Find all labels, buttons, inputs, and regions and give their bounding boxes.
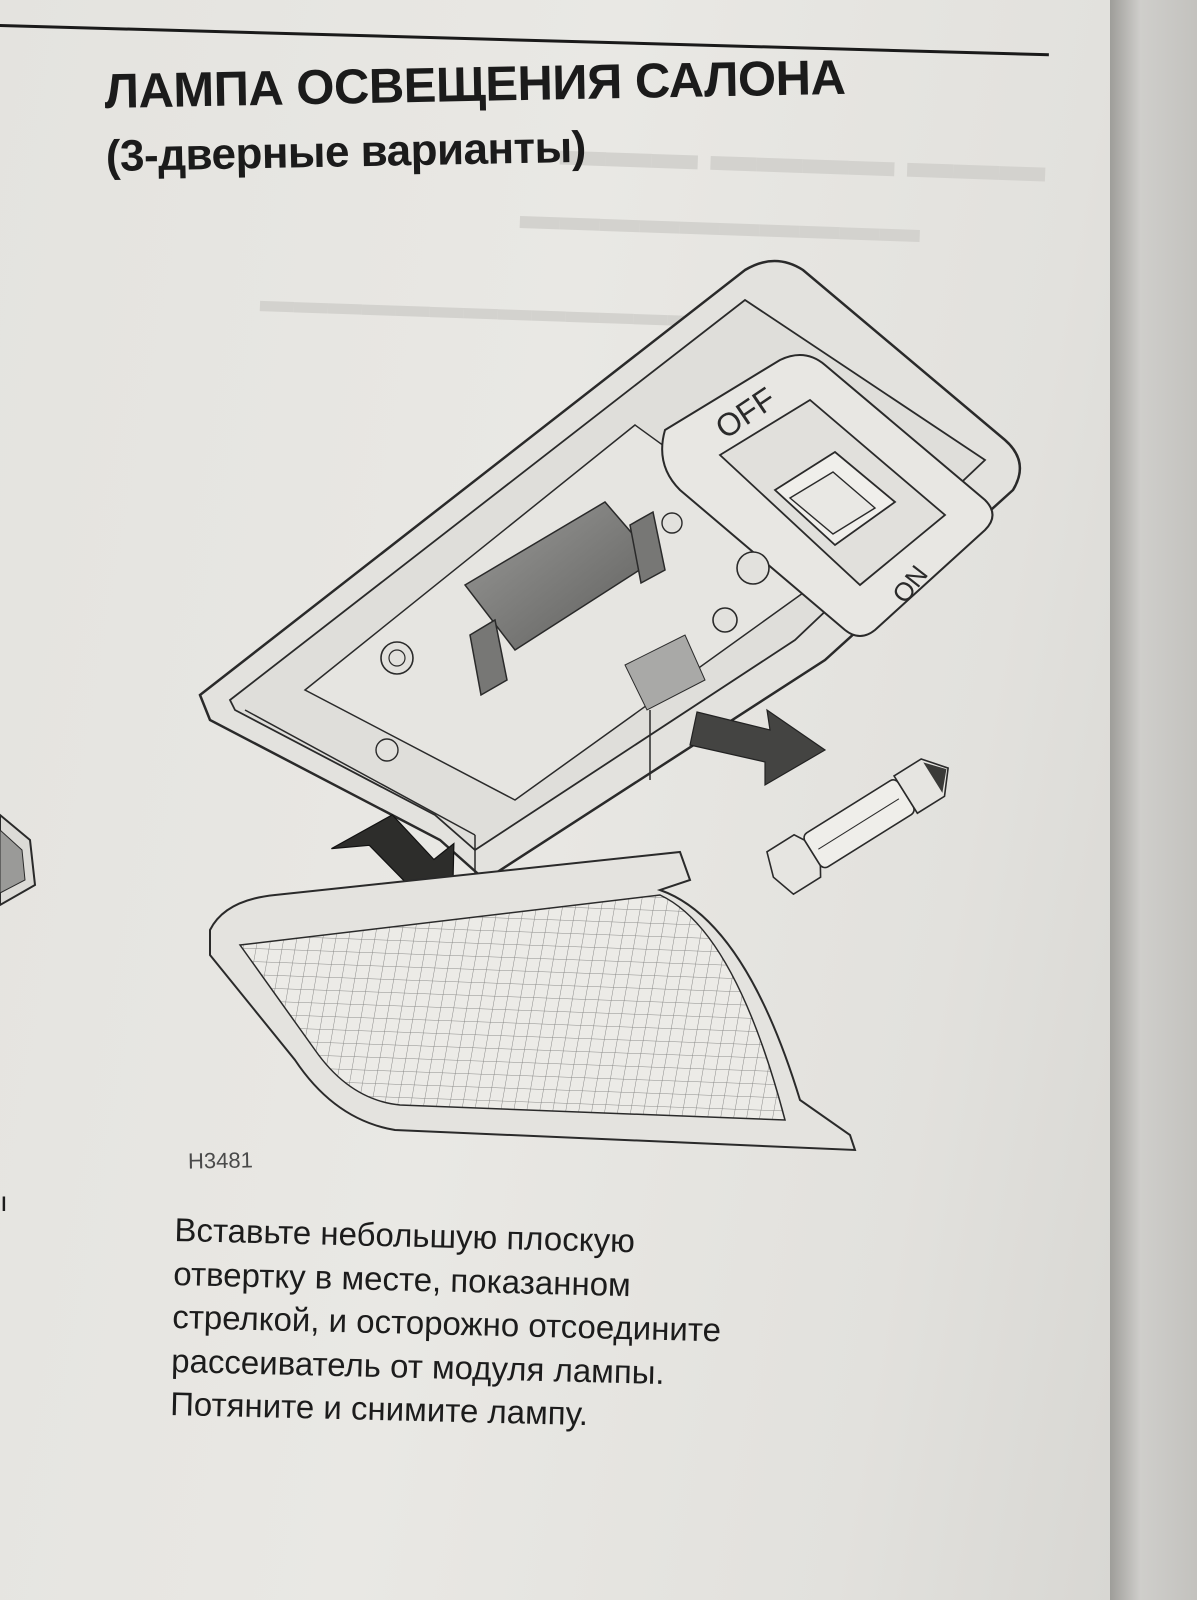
- title-line-1: ЛАМПА ОСВЕЩЕНИЯ САЛОНА: [104, 50, 846, 119]
- page-gutter: [1110, 0, 1197, 1600]
- page-title: ЛАМПА ОСВЕЩЕНИЯ САЛОНА (3-дверные вариан…: [104, 44, 1066, 185]
- figure-code: H3481: [187, 1147, 254, 1174]
- instruction-text: Вставьте небольшую плоскую отвертку в ме…: [170, 1208, 1035, 1447]
- diffuser-lens: [209, 850, 857, 1152]
- lamp-illustration: OFF ON: [198, 259, 1022, 1152]
- pull-arrow-icon: [689, 708, 827, 787]
- bulb-icon: [766, 758, 949, 896]
- adjacent-figure-fragment: [0, 813, 37, 907]
- lamp-contacts: [375, 501, 770, 762]
- manual-page: ▬▬▬ ▬▬▬▬ ▬▬▬ ▬▬▬▬▬▬▬▬▬▬ ▬▬▬▬▬▬▬▬▬▬▬▬▬▬▬ …: [0, 0, 1110, 1600]
- edge-mark: ı: [0, 1186, 8, 1217]
